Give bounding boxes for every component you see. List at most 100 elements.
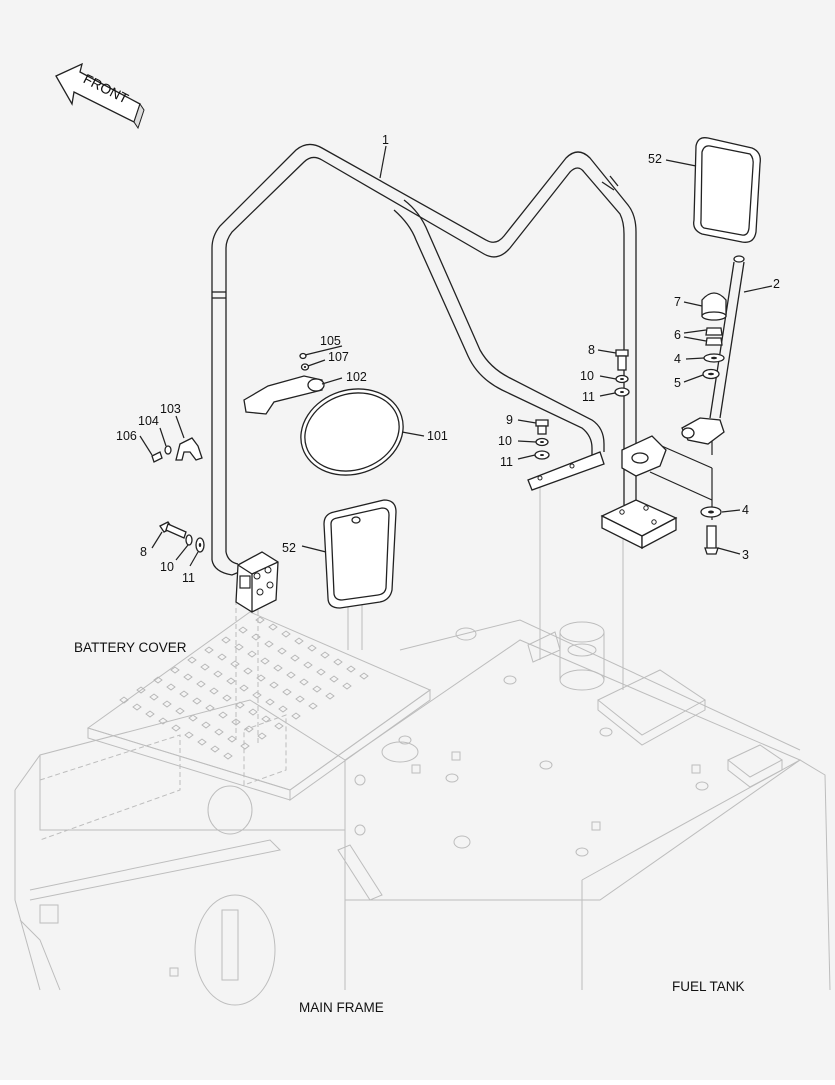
perforation-hole	[268, 623, 278, 631]
part-number-11-left: 11	[182, 571, 195, 585]
part-number-52-top: 52	[648, 152, 662, 166]
part-number-1: 1	[382, 133, 389, 147]
perforation-hole	[255, 616, 265, 624]
part-number-107: 107	[328, 350, 349, 364]
perforation-hole	[184, 731, 194, 739]
fuel-tank-label: FUEL TANK	[672, 979, 745, 994]
area-labels: BATTERY COVER MAIN FRAME FUEL TANK	[74, 640, 745, 1015]
perforation-hole	[256, 674, 266, 682]
part-number-8-top: 8	[588, 343, 595, 357]
part-number-104: 104	[138, 414, 159, 428]
perforation-hole	[205, 704, 215, 712]
perforation-hole	[278, 705, 288, 713]
perforation-hole	[196, 680, 206, 688]
part-number-10-left: 10	[160, 560, 174, 574]
perforation-hole	[210, 745, 220, 753]
perforation-hole	[213, 670, 223, 678]
mirror-stay-part-2	[681, 255, 745, 445]
perforation-hole	[227, 735, 237, 743]
part-number-103: 103	[160, 402, 181, 416]
perforation-hole	[290, 654, 300, 662]
part-number-4-left: 4	[674, 352, 681, 366]
perforation-hole	[217, 653, 227, 661]
perforation-hole	[286, 671, 296, 679]
perforation-hole	[316, 668, 326, 676]
part-number-labels: 1 2 3 4 4 5 6 7 52 8 10 11 9 10 11 105 1…	[116, 133, 780, 585]
perforation-hole	[295, 695, 305, 703]
part-number-3: 3	[742, 548, 749, 562]
part-number-2: 2	[773, 277, 780, 291]
perforation-hole	[308, 702, 318, 710]
part-number-105: 105	[320, 334, 341, 348]
round-mirror-assembly	[151, 352, 404, 476]
perforation-hole	[234, 643, 244, 651]
perforation-hole	[162, 700, 172, 708]
perforation-hole	[132, 703, 142, 711]
perforation-hole	[201, 721, 211, 729]
alignment-lines	[235, 420, 713, 786]
leader-lines	[139, 145, 773, 567]
perforation-hole	[179, 690, 189, 698]
perforation-hole	[342, 682, 352, 690]
front-direction-arrow: FRONT	[55, 62, 145, 130]
part-number-11-mid: 11	[500, 455, 513, 469]
perforation-hole	[239, 684, 249, 692]
perforation-hole	[145, 710, 155, 718]
perforation-hole	[303, 661, 313, 669]
perforation-hole	[294, 637, 304, 645]
part-number-10-top: 10	[580, 369, 594, 383]
perforation-hole	[166, 683, 176, 691]
perforation-hole	[119, 696, 129, 704]
battery-cover-label: BATTERY COVER	[74, 640, 187, 655]
fastener-stack-upper	[614, 349, 630, 397]
fastener-stack-right	[621, 292, 727, 555]
perforation-hole	[243, 667, 253, 675]
perforation-hole	[320, 651, 330, 659]
perforation-hole	[273, 664, 283, 672]
perforation-hole	[277, 647, 287, 655]
perforation-hole	[329, 675, 339, 683]
perforation-hole	[197, 738, 207, 746]
perforation-hole	[226, 677, 236, 685]
guard-bar-part-1	[211, 143, 678, 613]
fastener-stack-middle	[534, 419, 550, 460]
part-number-102: 102	[346, 370, 367, 384]
perforation-hole	[333, 658, 343, 666]
perforation-hole	[307, 644, 317, 652]
part-number-101: 101	[427, 429, 448, 443]
perforation-hole	[183, 673, 193, 681]
perforation-hole	[136, 686, 146, 694]
part-number-8-left: 8	[140, 545, 147, 559]
perforation-hole	[359, 672, 369, 680]
part-number-4-right: 4	[742, 503, 749, 517]
perforation-hole	[221, 636, 231, 644]
rear-view-mirror-top	[693, 137, 761, 243]
perforation-hole	[269, 681, 279, 689]
part-number-10-mid: 10	[498, 434, 512, 448]
perforation-hole	[260, 657, 270, 665]
perforation-hole	[325, 692, 335, 700]
fastener-stack-left	[159, 521, 205, 553]
perforation-hole	[175, 707, 185, 715]
part-number-5: 5	[674, 376, 681, 390]
part-number-52-left: 52	[282, 541, 296, 555]
part-number-9: 9	[506, 413, 513, 427]
perforation-hole	[188, 714, 198, 722]
part-number-7: 7	[674, 295, 681, 309]
perforation-hole	[231, 718, 241, 726]
perforation-hole	[265, 698, 275, 706]
perforation-hole	[312, 685, 322, 693]
battery-cover-perforations	[119, 616, 369, 760]
perforation-hole	[171, 724, 181, 732]
perforation-hole	[222, 694, 232, 702]
perforation-hole	[214, 728, 224, 736]
perforation-hole	[209, 687, 219, 695]
perforation-hole	[187, 656, 197, 664]
perforation-hole	[244, 725, 254, 733]
perforation-hole	[200, 663, 210, 671]
perforation-hole	[257, 732, 267, 740]
part-number-106: 106	[116, 429, 137, 443]
perforation-hole	[346, 665, 356, 673]
